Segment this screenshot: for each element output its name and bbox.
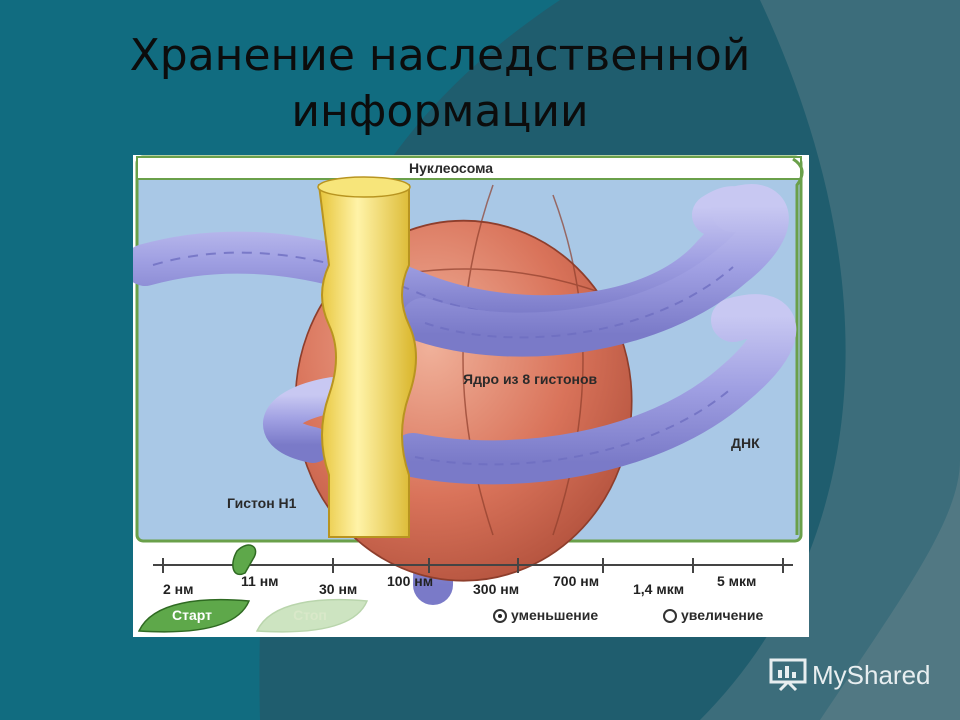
- scale-label-30nm[interactable]: 30 нм: [319, 581, 358, 597]
- radio-decrease-dot[interactable]: [493, 609, 507, 623]
- radio-decrease-label: уменьшение: [511, 607, 599, 623]
- stop-button[interactable]: Стоп: [255, 601, 365, 631]
- scale-label-11nm[interactable]: 11 нм: [241, 573, 279, 589]
- scale-label-2nm[interactable]: 2 нм: [163, 581, 194, 597]
- scale-label-100nm[interactable]: 100 нм: [387, 573, 434, 589]
- scale-label-1-4um[interactable]: 1,4 мкм: [633, 581, 685, 597]
- scale-slider-handle: [232, 544, 257, 576]
- watermark-text: MyShared: [812, 660, 931, 690]
- core-label: Ядро из 8 гистонов: [463, 371, 598, 387]
- dna-left-coil: [263, 377, 351, 463]
- nucleosome-panel: Нуклеосома Ядро из 8 гистонов ДНК Гистон…: [133, 155, 809, 637]
- dna-middle-strand: [401, 184, 789, 357]
- scale-label-5um[interactable]: 5 мкм: [717, 573, 757, 589]
- radio-increase[interactable]: увеличение: [663, 607, 803, 627]
- start-button[interactable]: Старт: [137, 601, 247, 631]
- stop-button-shape: [255, 599, 369, 633]
- scale-label-300nm[interactable]: 300 нм: [473, 581, 520, 597]
- h1-label: Гистон Н1: [227, 495, 297, 511]
- watermark: MyShared: [768, 656, 931, 696]
- nucleosome-scene: [133, 155, 804, 633]
- diagram-header: Нуклеосома: [409, 160, 494, 176]
- presentation-icon: [769, 658, 807, 692]
- dna-label: ДНК: [731, 435, 760, 451]
- radio-increase-label: увеличение: [681, 607, 764, 623]
- dna-lower-strand: [391, 294, 797, 485]
- slide-title: Хранение наследственной информации: [60, 28, 820, 140]
- stop-button-label: Стоп: [293, 607, 327, 623]
- slide-title-line-2: информации: [291, 86, 589, 137]
- slide-title-line-1: Хранение наследственной: [129, 30, 751, 81]
- start-button-shape: [137, 599, 251, 633]
- radio-increase-dot[interactable]: [663, 609, 677, 623]
- radio-decrease[interactable]: уменьшение: [493, 607, 643, 627]
- histone-h1: [317, 179, 417, 538]
- scale-label-700nm[interactable]: 700 нм: [553, 573, 600, 589]
- start-button-label: Старт: [172, 607, 212, 623]
